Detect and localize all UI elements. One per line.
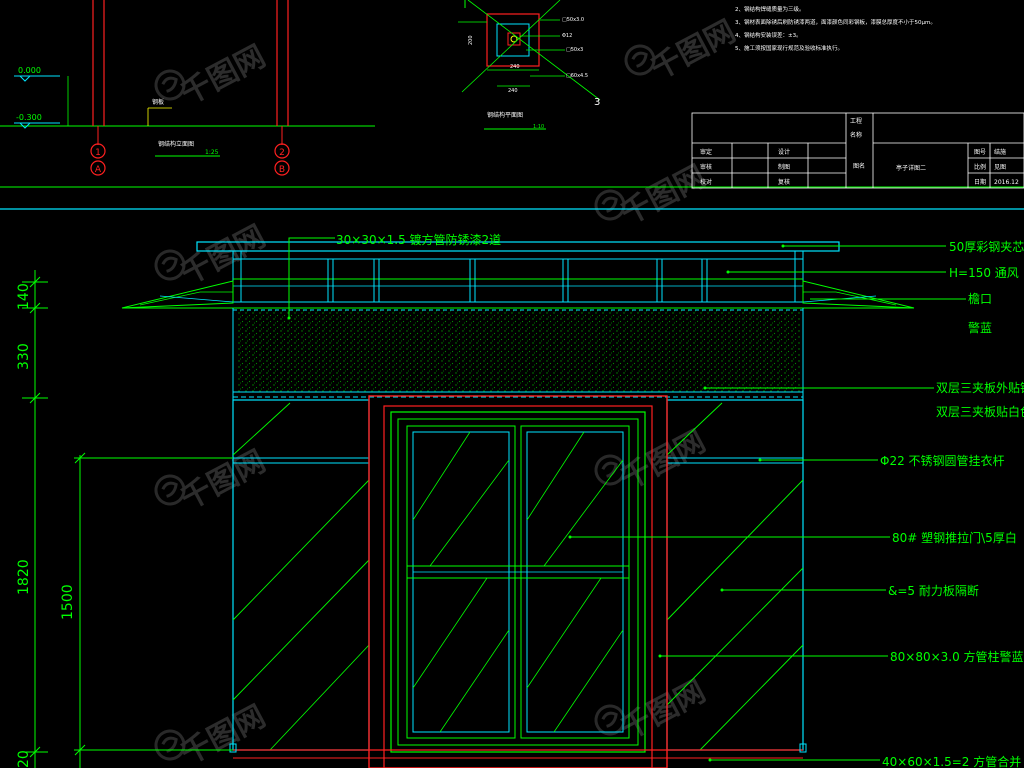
callout-hanging-rod: Φ22 不锈钢圆管挂衣杆 <box>880 453 1005 468</box>
grid-bubble-1 <box>90 143 106 159</box>
tb-meta-1-value: 结施 <box>994 148 1006 156</box>
view-title-left: 钢结构立面图 <box>158 140 194 148</box>
note-line-3: 4、钢结构安装误差：±3。 <box>735 31 802 39</box>
dimension-lines <box>22 270 233 768</box>
tb-meta-3-label: 日期 <box>974 178 986 186</box>
grid-label-1: 1 <box>95 148 101 158</box>
dim-20: 20 <box>16 750 32 768</box>
watermark-text: 千图网 <box>175 444 271 517</box>
note-line-4: 5、施工须按国家现行规范及验收标准执行。 <box>735 44 843 52</box>
detail-callout-3: □50x3 <box>566 47 583 53</box>
top-left-elevation: 0.000 -0.300 钢板 1 A 2 B 钢结构立面图 1:25 <box>0 0 1024 210</box>
top-callout: 30×30×1.5 镀方管防锈漆2道 <box>287 232 501 320</box>
detail-callout-1: □50x3.0 <box>562 17 584 23</box>
callout-eave: 檐口 <box>968 292 992 306</box>
fascia-band <box>232 308 804 400</box>
tb-row-3: 校对 <box>700 178 712 186</box>
roof-panel <box>121 241 915 309</box>
tb-project-label-2: 名称 <box>850 131 862 139</box>
callout-partition: &=5 耐力板隔断 <box>888 583 979 598</box>
watermark-text: 千图网 <box>645 14 741 87</box>
top-callout-text: 30×30×1.5 镀方管防锈漆2道 <box>336 232 501 247</box>
dim-1820: 1820 <box>16 559 32 595</box>
detail-plan: □50x3.0 Φ12 □50x3 □60x4.5 200 240 240 3 … <box>458 0 600 130</box>
dim-140: 140 <box>16 283 32 310</box>
kiosk-body <box>229 395 807 768</box>
callout-column: 80×80×3.0 方管柱警蓝 <box>890 649 1024 664</box>
grid-bubble-b <box>274 160 290 176</box>
watermark-text: 千图网 <box>615 424 711 497</box>
callout-blue: 警蓝 <box>968 320 992 335</box>
tb-col2-1: 设计 <box>778 148 790 156</box>
general-notes: 2、钢结构焊缝质量为三级。 3、钢材表面除锈后刷防锈漆两道，面漆颜色同彩钢板，漆… <box>735 5 936 52</box>
detail-dim-lower: 240 <box>508 88 518 94</box>
callout-plywood-white: 双层三夹板贴白色 <box>936 404 1024 419</box>
tb-meta-1-label: 图号 <box>974 149 986 156</box>
dim-330: 330 <box>16 343 32 370</box>
tb-col2-3: 复核 <box>778 178 790 186</box>
tb-meta-2-label: 比例 <box>974 163 986 171</box>
note-line-2: 3、钢材表面除锈后刷防锈漆两道，面漆颜色同彩钢板，漆膜总厚度不小于50μm。 <box>735 18 936 26</box>
watermark-group <box>154 44 656 761</box>
title-block <box>691 112 1024 189</box>
watermark-text: 千图网 <box>615 674 711 747</box>
right-callouts <box>570 245 966 761</box>
detail-callout-4: □60x4.5 <box>566 73 588 79</box>
view-scale-left: 1:25 <box>205 149 219 156</box>
grid-bubble-2 <box>274 143 290 159</box>
callout-base-tube: 40×60×1.5=2 方管合并 <box>882 754 1021 768</box>
tb-drawing-title: 亭子详图二 <box>896 164 926 172</box>
callout-roof-panel: 50厚彩钢夹芯 <box>949 240 1024 254</box>
right-callout-dots <box>568 244 785 762</box>
grid-label-b: B <box>279 165 285 175</box>
note-line-1: 2、钢结构焊缝质量为三级。 <box>735 5 805 13</box>
watermark-text: 千图网 <box>175 219 271 292</box>
tb-project-label-1: 工程 <box>850 117 862 125</box>
tb-meta-3-value: 2016.12 <box>994 179 1019 186</box>
callout-vent: H=150 通风 <box>949 266 1019 280</box>
watermark-text: 千图网 <box>175 39 271 112</box>
detail-dim-bottom: 240 <box>510 64 520 70</box>
level-upper-text: 0.000 <box>18 66 41 75</box>
detail-dim-side: 200 <box>468 35 474 45</box>
level-lower-text: -0.300 <box>16 113 42 122</box>
detail-callout-2: Φ12 <box>562 33 572 39</box>
grid-label-a: A <box>95 165 102 175</box>
callout-sliding-door: 80# 塑钢推拉门\5厚白 <box>892 530 1017 545</box>
tb-meta-2-value: 见图 <box>994 164 1006 171</box>
small-note-text: 钢板 <box>152 98 164 106</box>
tb-row-1: 审定 <box>700 148 712 156</box>
watermark-text: 千图网 <box>615 159 711 232</box>
tb-drawing-label: 图名 <box>853 162 865 170</box>
callout-plywood-aluminum: 双层三夹板外贴铝 <box>936 380 1024 395</box>
detail-view-title: 钢结构平面图 <box>487 111 523 119</box>
detail-view-number: 3 <box>594 97 600 108</box>
grid-bubble-a <box>90 160 106 176</box>
dim-1500: 1500 <box>60 584 76 620</box>
grid-label-2: 2 <box>279 148 285 158</box>
tb-row-2: 审核 <box>700 163 712 171</box>
tb-col2-2: 制图 <box>778 163 790 171</box>
detail-view-scale: 1:10 <box>533 124 544 130</box>
